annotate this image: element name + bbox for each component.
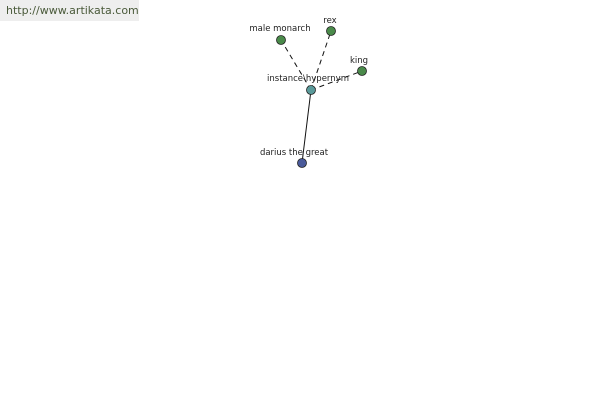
node-king-dot[interactable] [357,66,367,76]
node-male-monarch-dot[interactable] [276,35,286,45]
edge-hub-darius [301,89,312,164]
node-instance-hypernym-label: instance\hypernym [267,74,349,84]
edge-hub-male-monarch [280,39,312,91]
edge-hub-king [310,70,363,91]
node-male-monarch[interactable]: male monarch [249,24,311,45]
node-king[interactable]: king [350,56,368,76]
node-rex-label: rex [323,16,336,26]
node-darius-the-great[interactable]: darius the great [260,148,329,168]
node-king-label: king [350,56,368,66]
node-rex-dot[interactable] [326,26,336,36]
node-rex[interactable]: rex [323,16,337,36]
node-darius-the-great-label: darius the great [260,148,329,158]
node-male-monarch-label: male monarch [249,24,310,34]
watermark-url: http://www.artikata.com [0,0,139,21]
edge-hub-rex [310,30,332,91]
node-instance-hypernym-dot[interactable] [306,85,316,95]
node-darius-the-great-dot[interactable] [297,158,307,168]
node-instance-hypernym[interactable]: instance\hypernym [267,74,349,95]
